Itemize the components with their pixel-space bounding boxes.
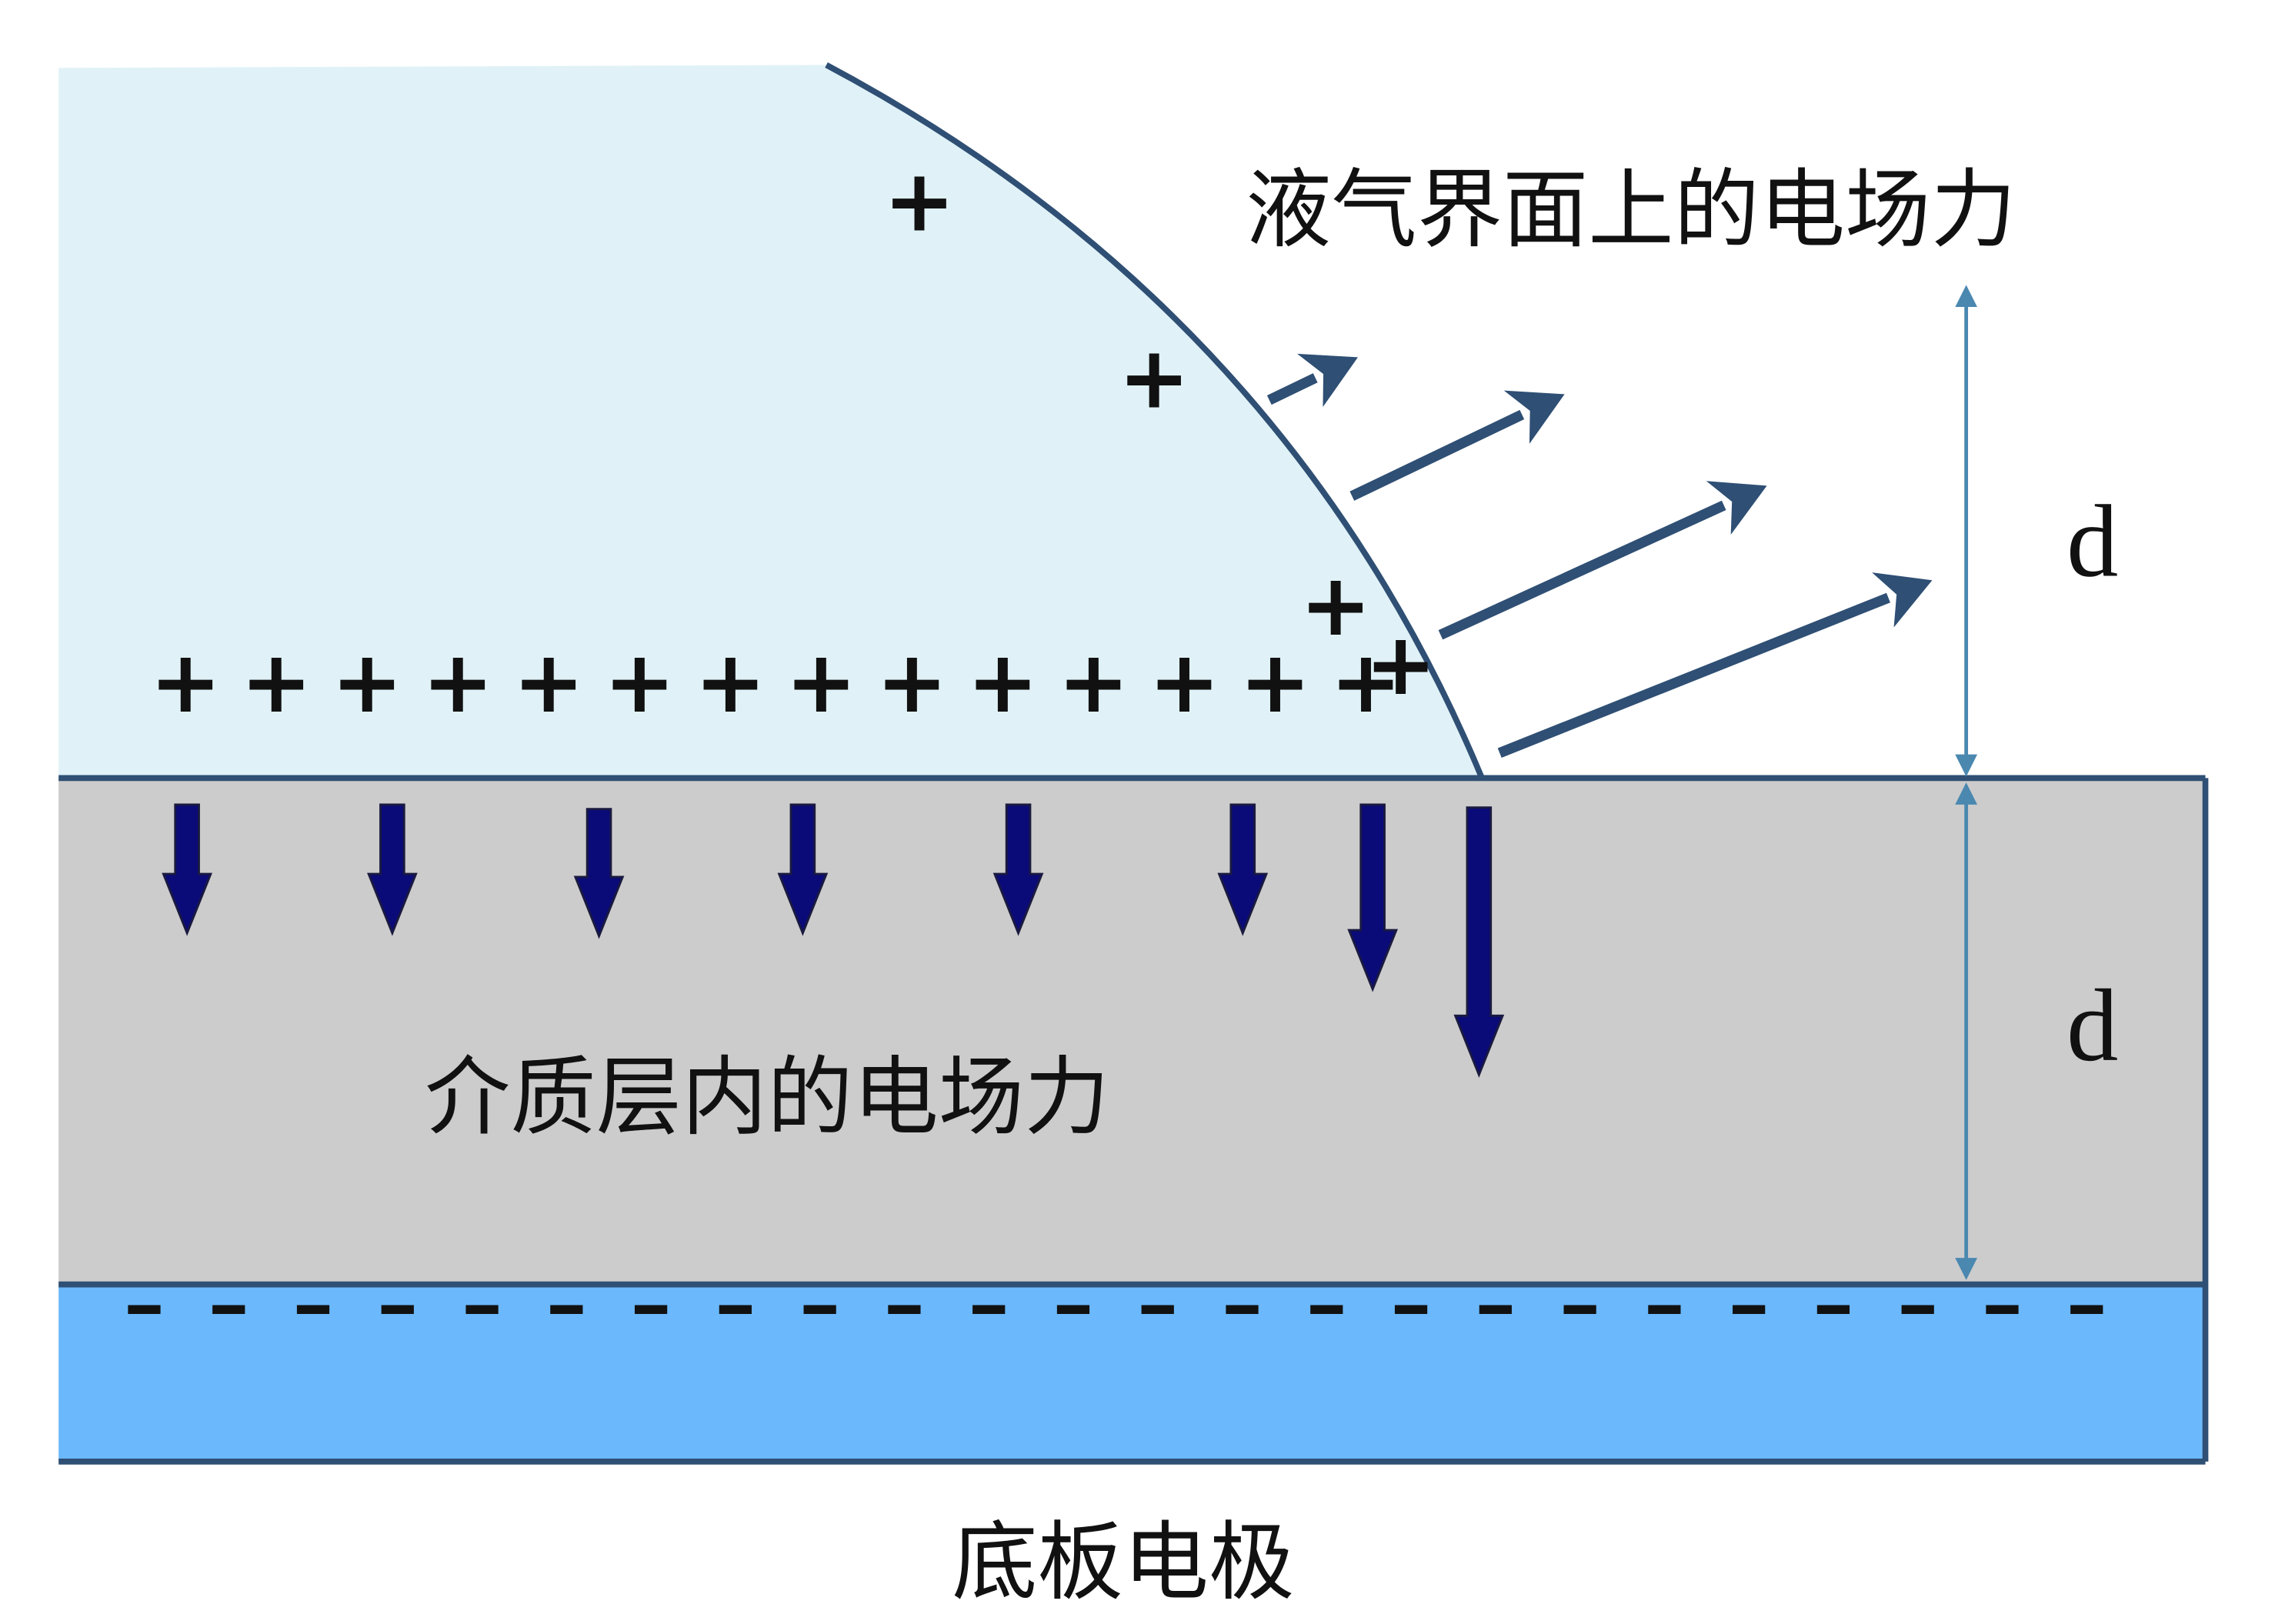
- interface-force-label: 液气界面上的电场力: [1246, 161, 2016, 260]
- dielectric-layer: [58, 778, 2206, 1285]
- negative-charge: [1816, 1305, 1850, 1314]
- positive-charge: +: [1058, 633, 1129, 732]
- dielectric-force-arrow: [367, 803, 418, 936]
- positive-charge: +: [604, 633, 675, 732]
- thickness-upper-label: d: [2067, 484, 2118, 599]
- negative-charge: [1479, 1305, 1512, 1314]
- thickness-lower-label: d: [2067, 969, 2118, 1083]
- negative-charge: [719, 1305, 752, 1314]
- positive-charge: +: [876, 633, 948, 732]
- negative-charge: [803, 1305, 836, 1314]
- dielectric-force-arrow: [1453, 806, 1505, 1078]
- dielectric-force-arrow: [573, 808, 625, 939]
- interface-force-arrow: [1497, 572, 1933, 758]
- negative-charge: [1563, 1305, 1596, 1314]
- positive-charge: +: [967, 633, 1039, 732]
- positive-charge: +: [1239, 633, 1311, 732]
- positive-charge: +: [1300, 556, 1372, 655]
- negative-charge: [1056, 1305, 1090, 1314]
- negative-charge: [972, 1305, 1006, 1314]
- negative-charge: [1733, 1305, 1766, 1314]
- negative-charge: [381, 1305, 414, 1314]
- positive-charge: +: [695, 633, 766, 732]
- positive-charge: +: [241, 633, 312, 732]
- positive-charge: +: [422, 633, 494, 732]
- negative-charge: [1394, 1305, 1428, 1314]
- positive-charge: +: [513, 633, 585, 732]
- bottom-electrode: [58, 1284, 2206, 1462]
- negative-charge: [1901, 1305, 1934, 1314]
- negative-charge: [634, 1305, 668, 1314]
- negative-charge: [465, 1305, 499, 1314]
- positive-charge: +: [1365, 615, 1436, 715]
- positive-charge: +: [150, 633, 222, 732]
- interface-force-arrow: [1438, 481, 1767, 640]
- negative-charge: [1310, 1305, 1343, 1314]
- dielectric-force-arrow: [992, 803, 1044, 936]
- droplet-interface-outline: [825, 62, 1485, 779]
- dielectric-force-arrow: [1217, 803, 1269, 936]
- negative-charge: [1648, 1305, 1681, 1314]
- positive-charge: +: [1149, 633, 1220, 732]
- electrode-negative-charges: [128, 1305, 2103, 1314]
- negative-charge: [212, 1305, 245, 1314]
- negative-charge: [1141, 1305, 1174, 1314]
- positive-charge: +: [786, 633, 857, 732]
- positive-charge: +: [332, 633, 403, 732]
- positive-charge: +: [1330, 633, 1402, 732]
- positive-charge: +: [883, 152, 955, 251]
- interface-force-arrow: [1349, 390, 1565, 501]
- negative-charge: [296, 1305, 330, 1314]
- negative-charge: [888, 1305, 921, 1314]
- dielectric-force-arrow: [1347, 803, 1398, 992]
- droplet: [58, 65, 1483, 779]
- negative-charge: [1986, 1305, 2019, 1314]
- interface-positive-charges: ++++++++++++++: [150, 633, 1403, 732]
- interface-force-arrow: [1266, 353, 1358, 408]
- dielectric-force-arrows: [162, 803, 1505, 1078]
- negative-charge: [128, 1305, 161, 1314]
- dielectric-force-label: 介质层内的电场力: [425, 1048, 1109, 1147]
- dielectric-force-arrow: [777, 803, 829, 936]
- negative-charge: [550, 1305, 583, 1314]
- bottom-electrode-label: 底板电极: [952, 1513, 1294, 1612]
- meniscus-positive-charges: ++++: [883, 152, 1436, 715]
- dielectric-force-arrow: [162, 803, 212, 936]
- interface-force-arrows: [1266, 353, 1933, 758]
- negative-charge: [1226, 1305, 1259, 1314]
- positive-charge: +: [1119, 329, 1190, 429]
- negative-charge: [2070, 1305, 2103, 1314]
